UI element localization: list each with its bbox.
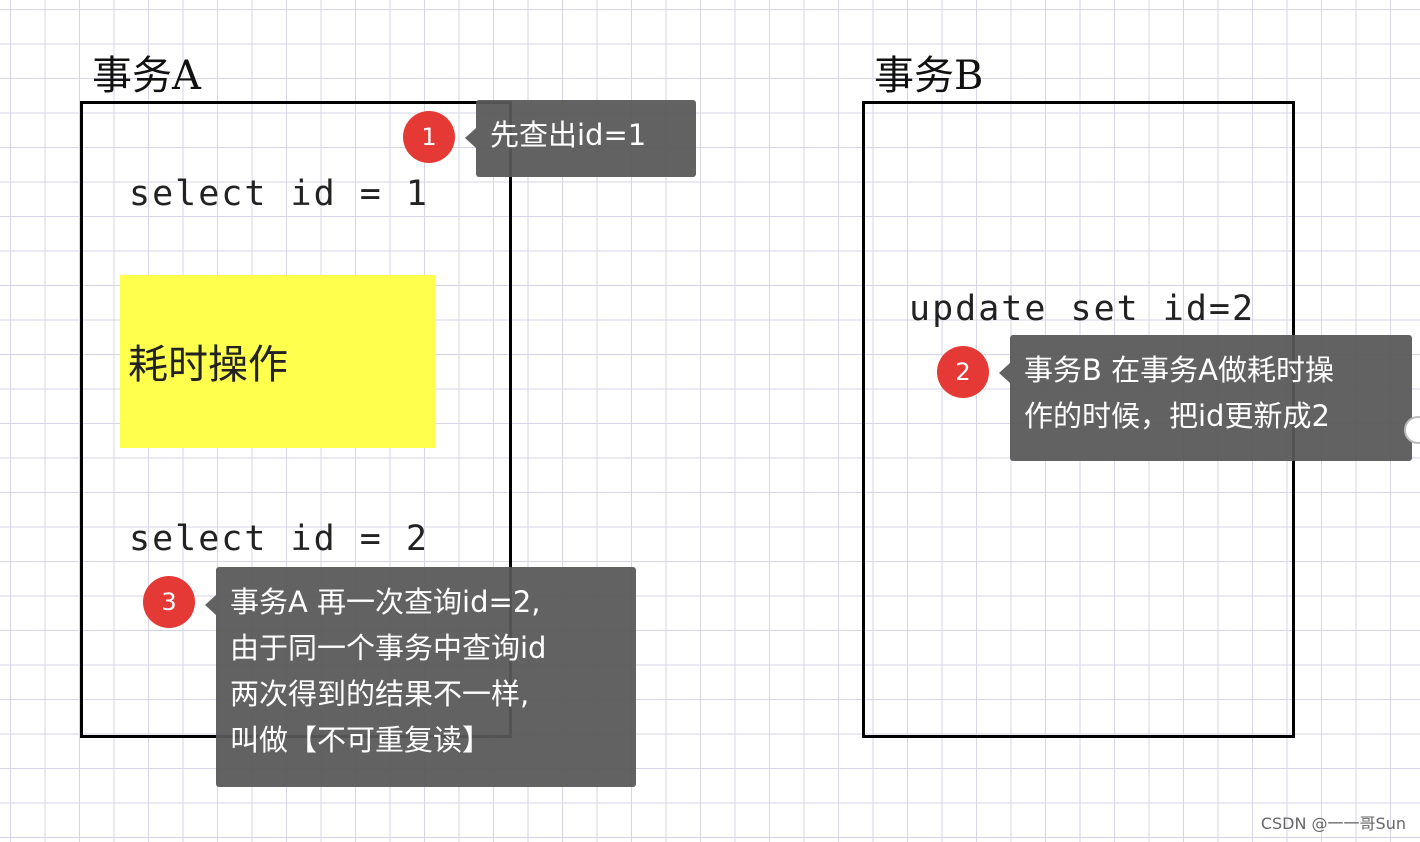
transaction-b-update: update set id=2 [909,289,1256,329]
annotation-marker-1[interactable]: 1 [403,111,455,163]
annotation-3-line-4: 叫做【不可重复读】 [230,723,492,757]
transaction-b-title: 事务B [874,53,984,99]
annotation-1-line: 先查出id=1 [490,118,647,152]
annotation-3-line-2: 由于同一个事务中查询id [230,631,547,665]
annotation-tooltip-3: 事务A 再一次查询id=2, 由于同一个事务中查询id 两次得到的结果不一样, … [205,567,636,787]
annotation-marker-2[interactable]: 2 [937,346,989,398]
annotation-2-line-1: 事务B 在事务A做耗时操 [1024,353,1334,387]
annotation-tooltip-1: 先查出id=1 [465,100,696,177]
transaction-a-select-second: select id = 2 [129,519,429,559]
annotation-3-line-3: 两次得到的结果不一样, [230,677,530,711]
csdn-watermark: CSDN @一一哥Sun [1260,814,1406,833]
transaction-a-title: 事务A [92,53,201,99]
annotation-tooltip-2: 事务B 在事务A做耗时操 作的时候，把id更新成2 [999,335,1412,461]
transaction-a-select-first: select id = 1 [129,174,429,214]
connection-handle[interactable] [1404,416,1420,444]
long-operation-label: 耗时操作 [128,342,288,388]
long-operation-sticky-note[interactable]: 耗时操作 [120,275,435,448]
annotation-marker-3[interactable]: 3 [143,576,195,628]
annotation-2-line-2: 作的时候，把id更新成2 [1024,399,1330,433]
annotation-3-line-1: 事务A 再一次查询id=2, [230,585,541,619]
